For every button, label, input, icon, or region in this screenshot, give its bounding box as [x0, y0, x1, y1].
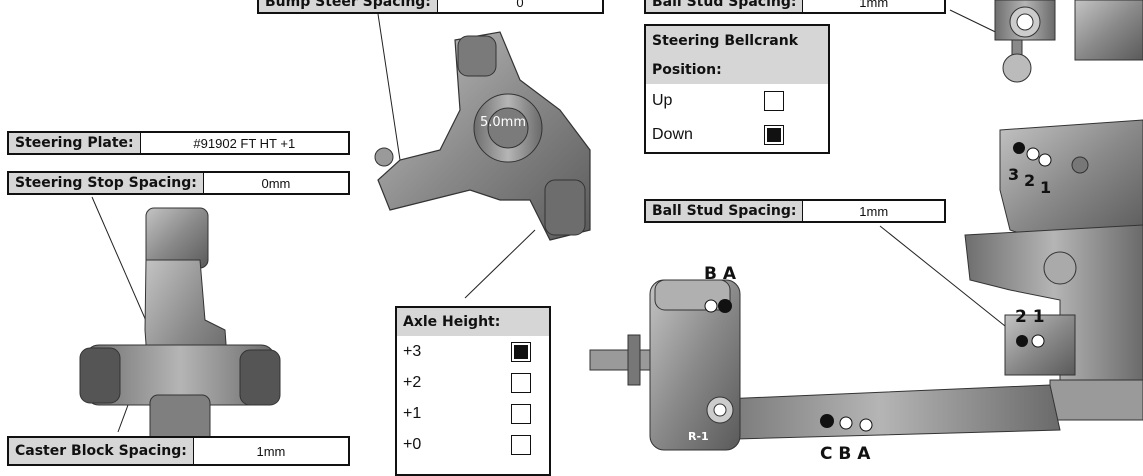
- caster-block-value: 1mm: [256, 443, 286, 459]
- bump-steer-key: Bump Steer Spacing:: [259, 0, 438, 12]
- axle-option-1-label: +1: [403, 404, 422, 422]
- bellcrank-up-checkbox[interactable]: [764, 91, 784, 111]
- bellcrank-title-1: Steering Bellcrank: [652, 32, 799, 49]
- axle-option-3-label: +3: [403, 342, 422, 360]
- leader-lines: [91, 9, 1013, 433]
- ackermann-top-holes: B A: [704, 264, 737, 313]
- bump-steer-value: 0: [516, 0, 524, 10]
- axle-option-1: +1: [397, 398, 549, 429]
- axle-option-0-label: +0: [403, 435, 422, 453]
- ball-stud-spacing-mid-label: Ball Stud Spacing: 1mm: [644, 199, 946, 223]
- chassis-hole-label: 2 1: [1015, 307, 1045, 327]
- bump-steer-spacing-label: Bump Steer Spacing: 0: [257, 0, 604, 14]
- chassis-holes: 2 1: [1015, 307, 1045, 348]
- chassis-part: [964, 119, 1143, 421]
- caster-block-part: [79, 207, 281, 446]
- axle-option-2: +2: [397, 367, 549, 398]
- bellcrank-up-label: Up: [652, 92, 673, 109]
- ball-stud-mid-key: Ball Stud Spacing:: [646, 201, 804, 221]
- steering-bellcrank-box: Steering Bellcrank Position: Up Down: [644, 24, 830, 154]
- setup-illustration: 5.0mm R-1: [79, 0, 1143, 462]
- steering-plate-label: Steering Plate: #91902 FT HT +1: [7, 131, 350, 155]
- steering-linkage-part: R-1: [589, 279, 1061, 451]
- bellcrank-title-2: Position:: [652, 61, 722, 78]
- steering-stop-spacing-label: Steering Stop Spacing: 0mm: [7, 171, 350, 195]
- steering-plate-value: #91902 FT HT +1: [193, 135, 296, 151]
- ackermann-top-label: B A: [704, 264, 737, 284]
- steering-knuckle-part: 5.0mm: [374, 31, 591, 241]
- axle-option-2-label: +2: [403, 373, 422, 391]
- axle-option-2-checkbox[interactable]: [511, 372, 531, 393]
- steering-plate-key: Steering Plate:: [9, 133, 141, 153]
- rod-end-label: R-1: [688, 430, 709, 443]
- steering-stop-value: 0mm: [261, 175, 291, 191]
- bellcrank-hole-3: 3: [1008, 165, 1019, 184]
- axle-option-3-checkbox[interactable]: [511, 341, 531, 362]
- ball-stud-top-value: 1mm: [859, 0, 889, 10]
- bellcrank-hole-2: 2: [1024, 171, 1035, 190]
- bellcrank-header: Steering Bellcrank Position:: [646, 26, 828, 84]
- ball-stud-spacing-top-label: Ball Stud Spacing: 1mm: [644, 0, 946, 14]
- bellcrank-option-down: Down: [646, 118, 828, 152]
- axle-option-1-checkbox[interactable]: [511, 403, 531, 424]
- axle-option-0: +0: [397, 429, 549, 460]
- ackermann-bottom-label: C B A: [820, 444, 871, 462]
- ball-stud-top-key: Ball Stud Spacing:: [646, 0, 804, 12]
- bellcrank-down-checkbox[interactable]: [764, 125, 784, 145]
- axle-height-header: Axle Height:: [397, 308, 549, 336]
- bellcrank-down-label: Down: [652, 126, 693, 143]
- bellcrank-option-up: Up: [646, 84, 828, 118]
- axle-height-box: Axle Height: +3 +2 +1 +0: [395, 306, 551, 476]
- ball-stud-top-part: [994, 0, 1143, 83]
- caster-block-spacing-label: Caster Block Spacing: 1mm: [7, 436, 350, 466]
- steering-stop-key: Steering Stop Spacing:: [9, 173, 204, 193]
- bellcrank-hole-1: 1: [1040, 178, 1051, 197]
- bellcrank-holes: 3 2 1: [1008, 142, 1052, 197]
- knuckle-size-label: 5.0mm: [480, 115, 526, 130]
- axle-option-0-checkbox[interactable]: [511, 434, 531, 455]
- caster-block-key: Caster Block Spacing:: [9, 438, 194, 464]
- ackermann-bottom-holes: C B A: [820, 414, 873, 462]
- ball-stud-mid-value: 1mm: [859, 203, 889, 219]
- axle-option-3: +3: [397, 336, 549, 367]
